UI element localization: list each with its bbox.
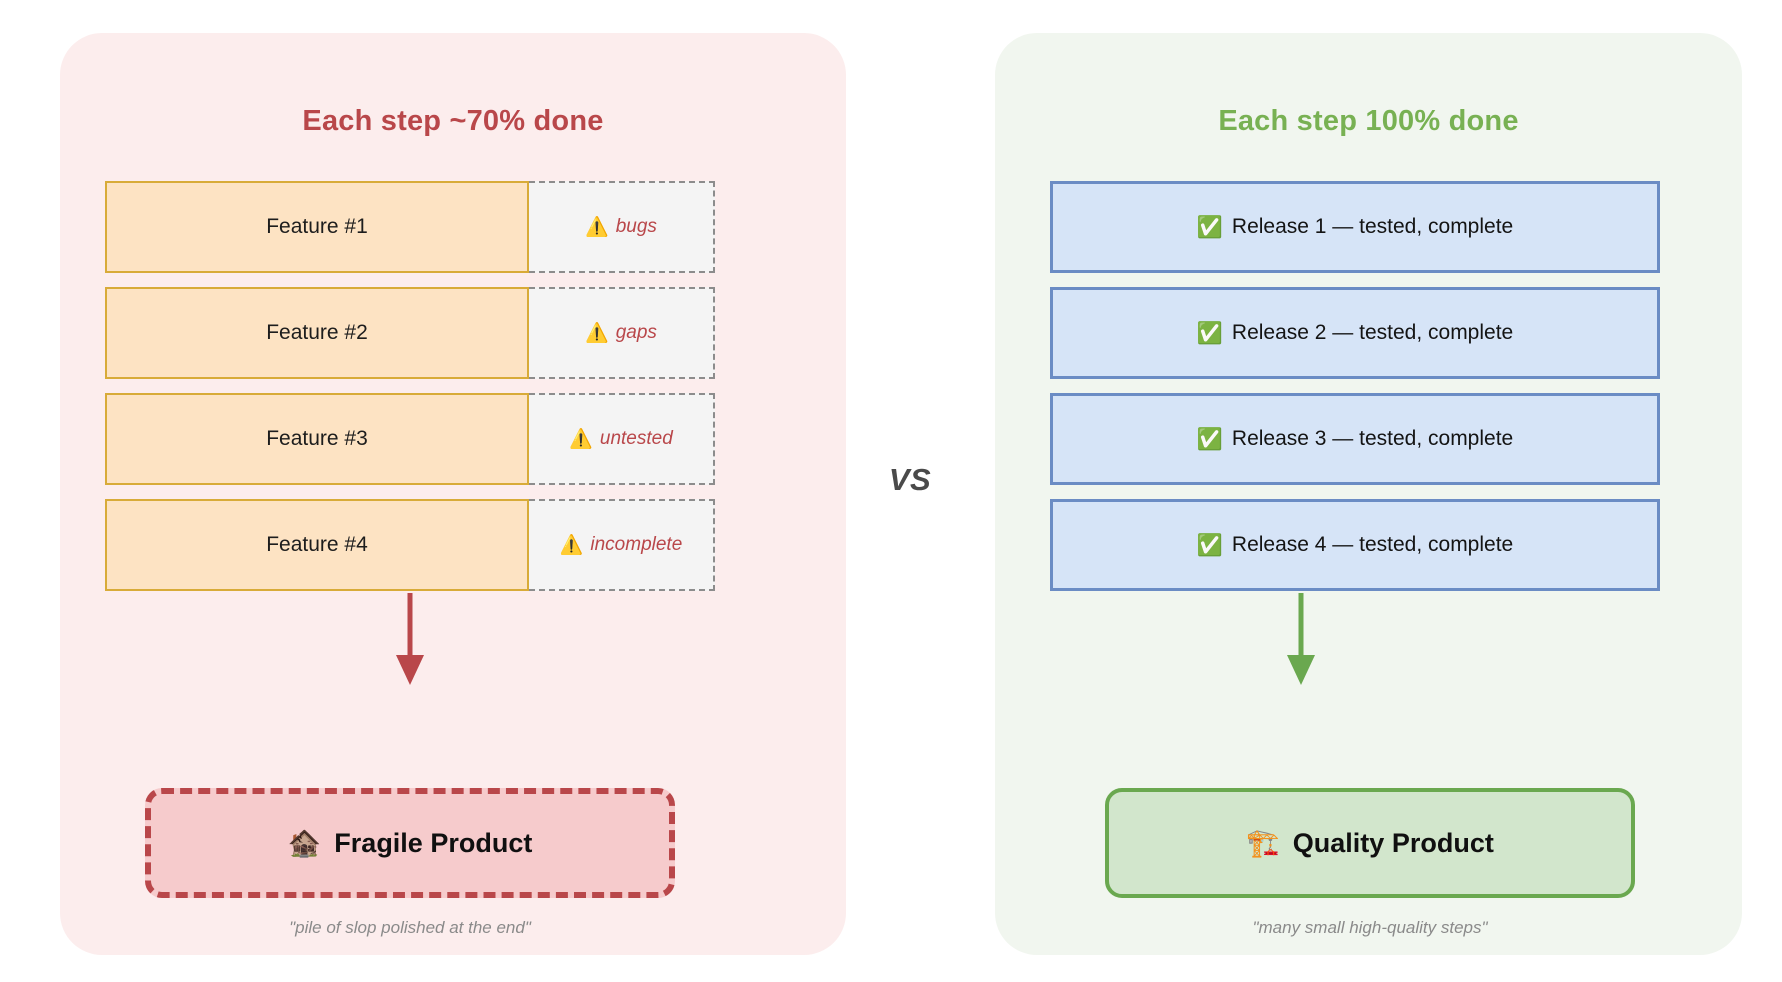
feature-label: Feature #1: [266, 215, 368, 238]
warning-icon: ⚠️: [585, 216, 609, 238]
feature-done-portion: Feature #1: [105, 181, 529, 273]
panel-right-title: Each step 100% done: [1218, 105, 1519, 137]
caption-quality: "many small high-quality steps": [1252, 918, 1488, 937]
release-label: Release 4 — tested, complete: [1231, 533, 1514, 556]
feature-label: Feature #3: [266, 427, 368, 450]
feature-done-portion: Feature #4: [105, 499, 529, 591]
derelict-house-icon: 🏚️: [287, 827, 322, 858]
feature-row[interactable]: Feature #4 ⚠️ incomplete: [105, 499, 715, 591]
outcome-box-quality[interactable]: 🏗️ Quality Product: [1105, 788, 1635, 898]
flow-arrow-down-icon: [1281, 593, 1321, 689]
feature-gap-portion: ⚠️ untested: [529, 393, 715, 485]
release-row[interactable]: ✅ Release 4 — tested, complete: [1050, 499, 1660, 591]
panel-left-title: Each step ~70% done: [302, 105, 604, 137]
gap-label: gaps: [615, 322, 657, 343]
caption-fragile: "pile of slop polished at the end": [289, 918, 531, 937]
feature-gap-portion: ⚠️ bugs: [529, 181, 715, 273]
release-label: Release 2 — tested, complete: [1231, 321, 1514, 344]
feature-gap-portion: ⚠️ incomplete: [529, 499, 715, 591]
release-row[interactable]: ✅ Release 1 — tested, complete: [1050, 181, 1660, 273]
outcome-box-fragile[interactable]: 🏚️ Fragile Product: [145, 788, 675, 898]
release-row[interactable]: ✅ Release 2 — tested, complete: [1050, 287, 1660, 379]
feature-label: Feature #4: [266, 533, 368, 556]
gap-label: untested: [599, 428, 673, 449]
gap-label: incomplete: [590, 534, 683, 555]
feature-gap-portion: ⚠️ gaps: [529, 287, 715, 379]
check-mark-icon: ✅: [1196, 427, 1223, 451]
gap-label: bugs: [615, 216, 657, 237]
construction-crane-icon: 🏗️: [1246, 827, 1280, 858]
panel-quality-approach: Each step 100% done ✅ Release 1 — tested…: [995, 33, 1742, 955]
warning-icon: ⚠️: [585, 322, 609, 344]
feature-row[interactable]: Feature #3 ⚠️ untested: [105, 393, 715, 485]
feature-row[interactable]: Feature #2 ⚠️ gaps: [105, 287, 715, 379]
check-mark-icon: ✅: [1196, 533, 1223, 557]
feature-row[interactable]: Feature #1 ⚠️ bugs: [105, 181, 715, 273]
check-mark-icon: ✅: [1196, 215, 1223, 239]
release-label: Release 1 — tested, complete: [1231, 215, 1514, 238]
feature-done-portion: Feature #3: [105, 393, 529, 485]
versus-label: VS: [888, 462, 932, 497]
feature-label: Feature #2: [266, 321, 368, 344]
flow-arrow-down-icon: [390, 593, 430, 689]
feature-done-portion: Feature #2: [105, 287, 529, 379]
warning-icon: ⚠️: [559, 534, 584, 556]
outcome-label: Fragile Product: [334, 827, 533, 858]
warning-icon: ⚠️: [569, 428, 593, 450]
panel-fragile-approach: Each step ~70% done Feature #1 ⚠️ bugs F…: [60, 33, 846, 955]
check-mark-icon: ✅: [1196, 321, 1223, 345]
outcome-label: Quality Product: [1292, 827, 1494, 858]
release-label: Release 3 — tested, complete: [1231, 427, 1514, 450]
release-row[interactable]: ✅ Release 3 — tested, complete: [1050, 393, 1660, 485]
